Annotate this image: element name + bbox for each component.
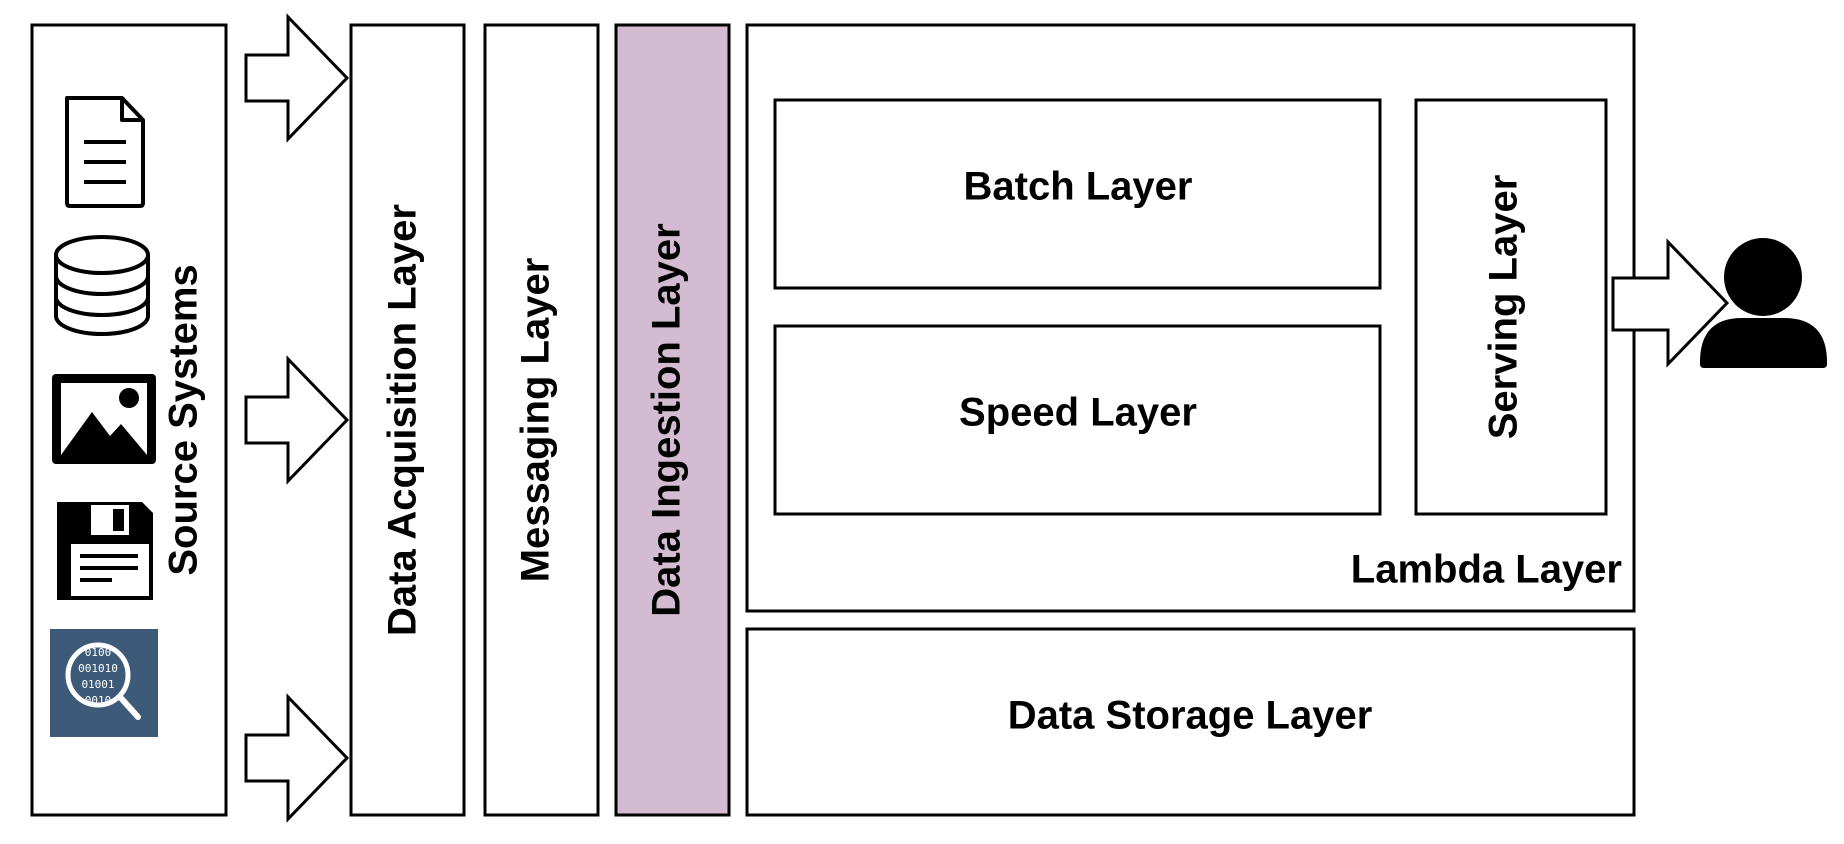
lambda-label: Lambda Layer <box>1351 548 1622 592</box>
serving-layer: Serving Layer <box>1414 98 1608 516</box>
data-acquisition-layer: Data Acquisition Layer <box>349 23 466 817</box>
data-storage-label: Data Storage Layer <box>1008 694 1373 738</box>
binary-text: 0100 <box>85 646 112 659</box>
arrow-right <box>244 693 350 823</box>
flow-arrows <box>244 13 350 823</box>
arrow-right <box>1611 238 1730 368</box>
speed-layer: Speed Layer <box>773 324 1382 516</box>
data-storage-layer: Data Storage Layer <box>745 627 1636 817</box>
arrow-right <box>244 355 350 485</box>
source-systems-panel: Source Systems <box>30 23 228 817</box>
binary-text: 01001 <box>81 678 114 691</box>
batch-layer: Batch Layer <box>773 98 1382 290</box>
messaging-layer: Messaging Layer <box>483 23 600 817</box>
lambda-layer: Batch Layer Speed Layer Serving Layer La… <box>745 23 1636 613</box>
database-icon <box>54 235 150 336</box>
messaging-label: Messaging Layer <box>514 258 558 583</box>
floppy-disk-icon <box>57 502 153 600</box>
arrow-right <box>244 13 350 143</box>
user-icon <box>1700 238 1827 368</box>
binary-text: 0010 <box>85 694 112 707</box>
speed-label: Speed Layer <box>959 391 1197 435</box>
image-icon <box>52 374 156 464</box>
data-acquisition-label: Data Acquisition Layer <box>381 204 425 636</box>
serving-label: Serving Layer <box>1482 175 1526 440</box>
data-search-icon: 0100 001010 01001 0010 <box>50 629 158 737</box>
batch-label: Batch Layer <box>964 165 1193 209</box>
data-ingestion-label: Data Ingestion Layer <box>645 223 689 616</box>
data-ingestion-layer: Data Ingestion Layer <box>614 23 731 817</box>
source-systems-label: Source Systems <box>162 264 206 575</box>
document-icon <box>65 96 145 208</box>
binary-text: 001010 <box>78 662 118 675</box>
